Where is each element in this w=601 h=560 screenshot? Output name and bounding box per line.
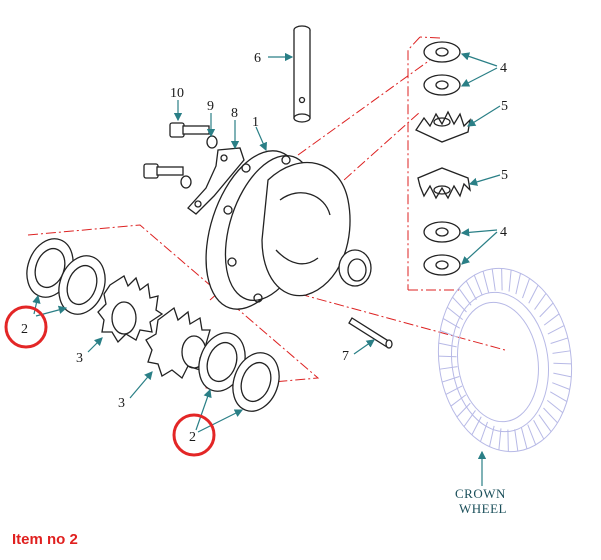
crown-wheel-tooth — [546, 399, 564, 414]
callout-6: 6 — [254, 51, 261, 66]
callout-4-upper: 4 — [500, 61, 507, 76]
crown-wheel-tooth — [473, 274, 483, 296]
crown-wheel-tooth — [498, 428, 502, 451]
crown-wheel-tooth — [552, 382, 570, 390]
crown-wheel-tooth — [508, 269, 512, 292]
crown-wheel-tooth — [528, 284, 539, 304]
side-gears-3 — [97, 275, 214, 380]
crown-wheel-tooth — [547, 325, 565, 335]
thrust-washers-2-lower — [198, 332, 280, 412]
crown-wheel-tooth — [550, 337, 569, 344]
cross-shaft-7 — [348, 317, 393, 349]
crown-wheel-tooth — [441, 376, 460, 383]
crown-wheel-tooth — [539, 302, 554, 318]
crown-wheel-tooth — [452, 296, 467, 313]
crown-wheel-tooth — [482, 271, 490, 293]
crown-wheel-tooth — [534, 293, 547, 310]
crown-wheel-tooth — [538, 414, 552, 432]
crown-wheel-tooth — [445, 385, 463, 395]
callout-3-lower: 3 — [118, 396, 125, 411]
crown-wheel-tooth — [471, 416, 482, 436]
crown-wheel-tooth — [440, 330, 458, 338]
differential-case-1 — [205, 150, 372, 310]
item-2-highlight-left — [4, 305, 48, 349]
crown-wheel-tooth — [479, 421, 488, 442]
crown-wheel-tooth — [543, 407, 558, 424]
crown-wheel-tooth — [514, 429, 519, 452]
callout-10: 10 — [170, 86, 184, 101]
crown-wheel-tooth — [439, 366, 458, 370]
callout-9: 9 — [207, 99, 214, 114]
crown-wheel-label-line1: CROWN — [455, 486, 506, 501]
crown-wheel-tooth — [446, 306, 464, 321]
crown-wheel-tooth — [533, 420, 545, 440]
crown-wheel-tooth — [463, 410, 476, 427]
pinion-gears-5 — [415, 110, 471, 200]
crown-wheel-tooth — [550, 391, 568, 402]
crown-wheel-tooth — [543, 313, 560, 326]
bolts-and-tab-washer — [143, 122, 245, 215]
callout-8: 8 — [231, 106, 238, 121]
crown-wheel-tooth — [522, 278, 531, 299]
crown-wheel-tooth — [552, 350, 571, 354]
crown-wheel-tooth — [438, 342, 457, 348]
crown-wheel-tooth — [456, 402, 471, 418]
item-caption: Item no 2 — [12, 531, 78, 548]
crown-wheel-tooth — [489, 425, 495, 447]
crown-wheel-tooth — [438, 355, 457, 358]
crown-wheel-tooth — [527, 424, 537, 446]
thrust-washers-2-left — [26, 238, 106, 315]
crown-wheel-tooth — [458, 288, 472, 306]
crown-wheel — [437, 267, 573, 453]
callout-2-lower: 2 — [189, 430, 196, 445]
crown-wheel-tooth — [491, 268, 496, 291]
crown-wheel-label-line2: WHEEL — [459, 501, 507, 516]
crown-wheel-tooth — [450, 394, 467, 407]
crown-wheel-tooth — [465, 280, 477, 300]
crown-wheel-tooth — [553, 372, 572, 378]
callout-leaders — [32, 52, 501, 486]
crown-wheel-tooth — [442, 318, 460, 329]
callout-4-lower: 4 — [500, 225, 507, 240]
callout-7: 7 — [342, 349, 349, 364]
item-2-highlight-lower — [172, 413, 216, 457]
crown-wheel-tooth — [520, 427, 528, 449]
cross-pin-6 — [293, 25, 311, 123]
callout-2-left: 2 — [21, 322, 28, 337]
callout-5-upper: 5 — [501, 99, 508, 114]
callout-3-upper: 3 — [76, 351, 83, 366]
crown-wheel-tooth — [553, 362, 572, 365]
crown-wheel-tooth — [515, 273, 521, 295]
thrust-washers-4 — [423, 41, 461, 276]
callout-1: 1 — [252, 115, 259, 130]
callout-5-lower: 5 — [501, 168, 508, 183]
